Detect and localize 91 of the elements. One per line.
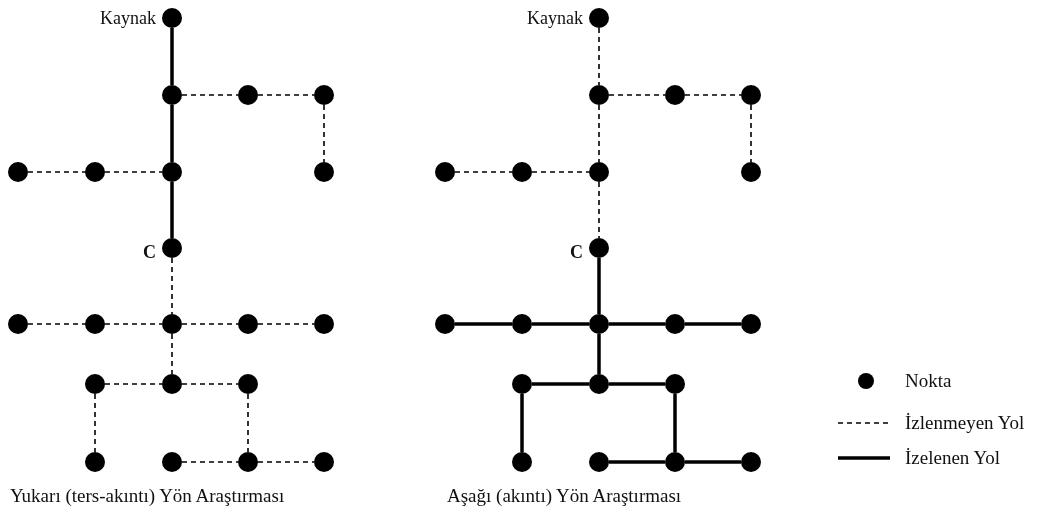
traversed-path-line: [609, 322, 665, 326]
untraversed-path-line: [684, 94, 742, 96]
untraversed-path-line: [104, 171, 163, 173]
node-dot: [8, 314, 28, 334]
node-dot: [238, 374, 258, 394]
untraversed-path-line: [181, 383, 239, 385]
node-dot: [741, 162, 761, 182]
untraversed-path-line: [598, 181, 600, 239]
node-dot: [162, 162, 182, 182]
node-dot: [512, 162, 532, 182]
untraversed-path-line: [104, 323, 163, 325]
node-dot: [589, 8, 609, 28]
traversed-path-line: [609, 460, 665, 464]
node-dot: [741, 452, 761, 472]
legend-text: İzlenmeyen Yol: [905, 412, 1025, 434]
traversed-path-line: [685, 460, 741, 464]
untraversed-path-line: [27, 171, 86, 173]
node-dot: [589, 374, 609, 394]
diagram-caption: Aşağı (akıntı) Yön Araştırması: [447, 485, 682, 507]
traversed-path-line: [532, 322, 589, 326]
node-dot: [238, 85, 258, 105]
traversed-path-line: [673, 394, 677, 452]
node-dot: [665, 452, 685, 472]
node-dot: [162, 314, 182, 334]
node-dot: [435, 162, 455, 182]
node-dot: [589, 452, 609, 472]
untraversed-path-line: [257, 323, 315, 325]
node-dot: [85, 374, 105, 394]
traversed-path-line: [170, 182, 174, 238]
node-dot: [512, 452, 532, 472]
node-dot: [512, 374, 532, 394]
untraversed-path-line: [181, 323, 239, 325]
node-dot: [162, 374, 182, 394]
traversed-path-line: [520, 394, 524, 452]
node-dot: [741, 85, 761, 105]
node-dot: [314, 162, 334, 182]
node-dot: [314, 314, 334, 334]
node-label: Kaynak: [100, 8, 156, 28]
node-dot: [665, 85, 685, 105]
untraversed-path-line: [94, 393, 96, 453]
node-dot: [741, 314, 761, 334]
node-dot: [85, 452, 105, 472]
node-dot: [512, 314, 532, 334]
node-label: C: [570, 242, 583, 262]
legend-text: Nokta: [905, 370, 952, 392]
diagram-caption: Yukarı (ters-akıntı) Yön Araştırması: [10, 485, 285, 507]
untraversed-path-line: [608, 94, 666, 96]
untraversed-path-line: [171, 333, 173, 375]
node-dot: [435, 314, 455, 334]
untraversed-path-line: [27, 323, 86, 325]
node-dot: [314, 85, 334, 105]
untraversed-path-line: [750, 104, 752, 163]
node-dot: [162, 85, 182, 105]
traversed-path-line: [597, 334, 601, 374]
node-dot: [589, 162, 609, 182]
untraversed-path-line: [454, 171, 513, 173]
untraversed-path-line: [598, 27, 600, 86]
node-dot: [589, 85, 609, 105]
node-dot: [162, 238, 182, 258]
untraversed-path-line: [181, 94, 239, 96]
node-dot: [238, 452, 258, 472]
untraversed-path-line: [247, 393, 249, 453]
untraversed-path-line: [171, 257, 173, 315]
node-dot: [238, 314, 258, 334]
legend-text: İzelenen Yol: [905, 447, 1000, 469]
traversed-path-line: [170, 28, 174, 85]
node-dot: [85, 314, 105, 334]
traversed-path-line: [532, 382, 589, 386]
node-label: C: [143, 242, 156, 262]
node-dot: [162, 8, 182, 28]
node-label: Kaynak: [527, 8, 583, 28]
node-dot: [162, 452, 182, 472]
untraversed-path-line: [323, 104, 325, 163]
node-dot: [85, 162, 105, 182]
untraversed-path-line: [257, 461, 315, 463]
traversed-path-line: [170, 105, 174, 162]
node-dot: [589, 314, 609, 334]
node-dot: [8, 162, 28, 182]
traversed-path-line: [685, 322, 741, 326]
traversed-path-line: [597, 258, 601, 314]
traversed-path-line: [609, 382, 665, 386]
untraversed-path-line: [531, 171, 590, 173]
untraversed-path-line: [104, 383, 163, 385]
untraversed-path-line: [257, 94, 315, 96]
untraversed-path-line: [598, 104, 600, 163]
node-dot: [314, 452, 334, 472]
node-dot: [589, 238, 609, 258]
traversed-path-line: [455, 322, 512, 326]
node-dot: [665, 314, 685, 334]
node-dot: [665, 374, 685, 394]
untraversed-path-line: [181, 461, 239, 463]
